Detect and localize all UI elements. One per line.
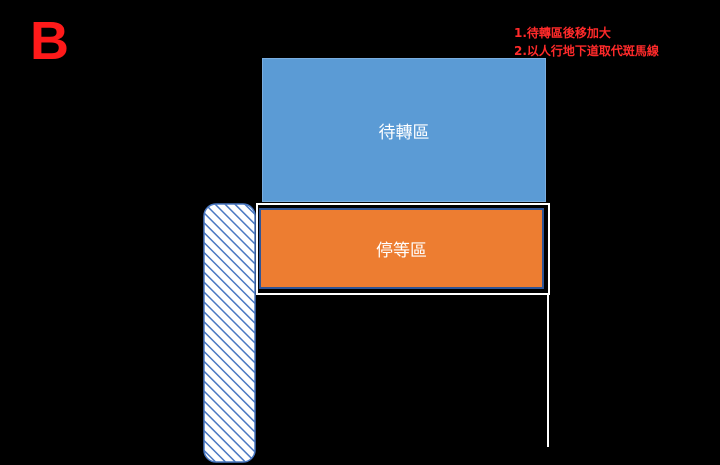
- stop-zone-outline: [256, 203, 550, 295]
- note-item-1: 1.待轉區後移加大: [514, 26, 611, 40]
- hatched-sidewalk: [203, 203, 256, 463]
- stop-zone-label: 停等區: [376, 241, 427, 261]
- notes-list: 1.待轉區後移加大 2.以人行地下道取代斑馬線: [514, 24, 659, 60]
- waiting-zone-label: 待轉區: [378, 122, 430, 143]
- section-letter: B: [30, 11, 69, 71]
- stop-zone-block: 停等區: [259, 208, 544, 289]
- waiting-zone-block: 待轉區: [262, 58, 546, 202]
- note-item-2: 2.以人行地下道取代斑馬線: [514, 44, 659, 58]
- lane-boundary-line: [547, 295, 549, 447]
